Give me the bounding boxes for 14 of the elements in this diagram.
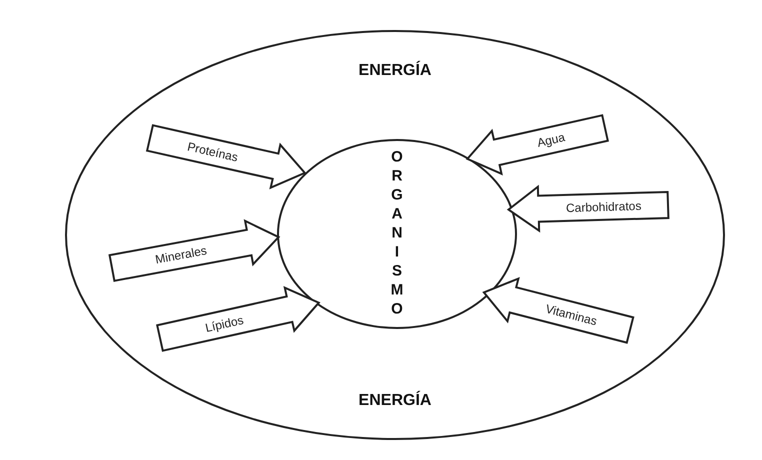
edge-label: Lípidos [204, 312, 245, 335]
edge-label: Minerales [154, 244, 208, 267]
block-arrow [156, 286, 320, 352]
block-arrow [146, 124, 306, 190]
edge-label: Carbohidratos [566, 198, 642, 215]
block-arrow [108, 219, 280, 282]
edge-label: Agua [536, 130, 566, 150]
node-title: ENERGÍA [358, 62, 432, 80]
node-title: ENERGÍA [358, 392, 432, 410]
node-title: ORGANISMO [388, 148, 406, 320]
block-arrow [482, 276, 634, 344]
block-arrow [466, 114, 609, 176]
edge-label: Proteínas [186, 140, 240, 165]
block-arrow [506, 184, 670, 233]
